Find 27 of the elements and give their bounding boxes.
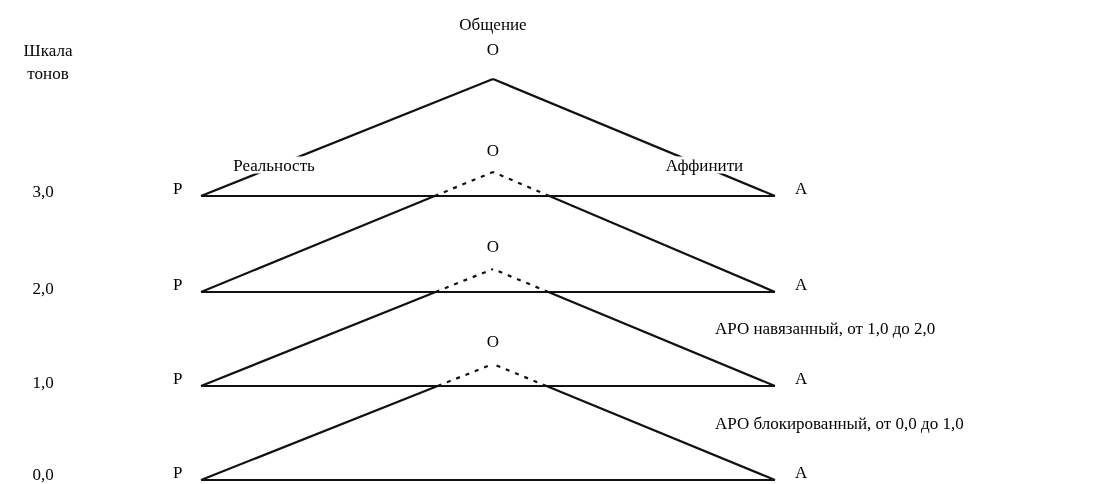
- vertex-letter: A: [795, 370, 808, 387]
- scale-value: 3,0: [31, 181, 55, 203]
- connector-line: [201, 384, 775, 388]
- connector-line: [200, 267, 494, 388]
- vertex-letter: A: [795, 464, 808, 481]
- vertex-letter: P: [173, 370, 183, 387]
- vertex-letter: P: [173, 464, 183, 481]
- range-note: АРО навязанный, от 1,0 до 2,0: [715, 318, 937, 340]
- vertex-letter: O: [486, 238, 500, 255]
- vertex-letter: P: [173, 180, 183, 197]
- vertex-letter: A: [795, 180, 808, 197]
- scale-value: 0,0: [31, 464, 55, 484]
- node-caption: Общение: [459, 16, 527, 33]
- vertex-letter: O: [486, 333, 500, 350]
- scale-value: 2,0: [31, 278, 55, 300]
- connector-line: [492, 171, 776, 293]
- vertex-letter: A: [795, 276, 808, 293]
- connector-line: [201, 290, 775, 294]
- range-note: АРО блокированный, от 0,0 до 1,0: [715, 413, 965, 435]
- vertex-letter: O: [486, 41, 500, 58]
- connector-line: [200, 171, 494, 293]
- scale-title: Шкала тонов: [22, 40, 74, 85]
- connector-line: [201, 194, 775, 198]
- connector-line: [201, 478, 775, 482]
- vertex-letter: O: [486, 142, 500, 159]
- scale-value: 1,0: [31, 372, 55, 394]
- vertex-letter: P: [173, 276, 183, 293]
